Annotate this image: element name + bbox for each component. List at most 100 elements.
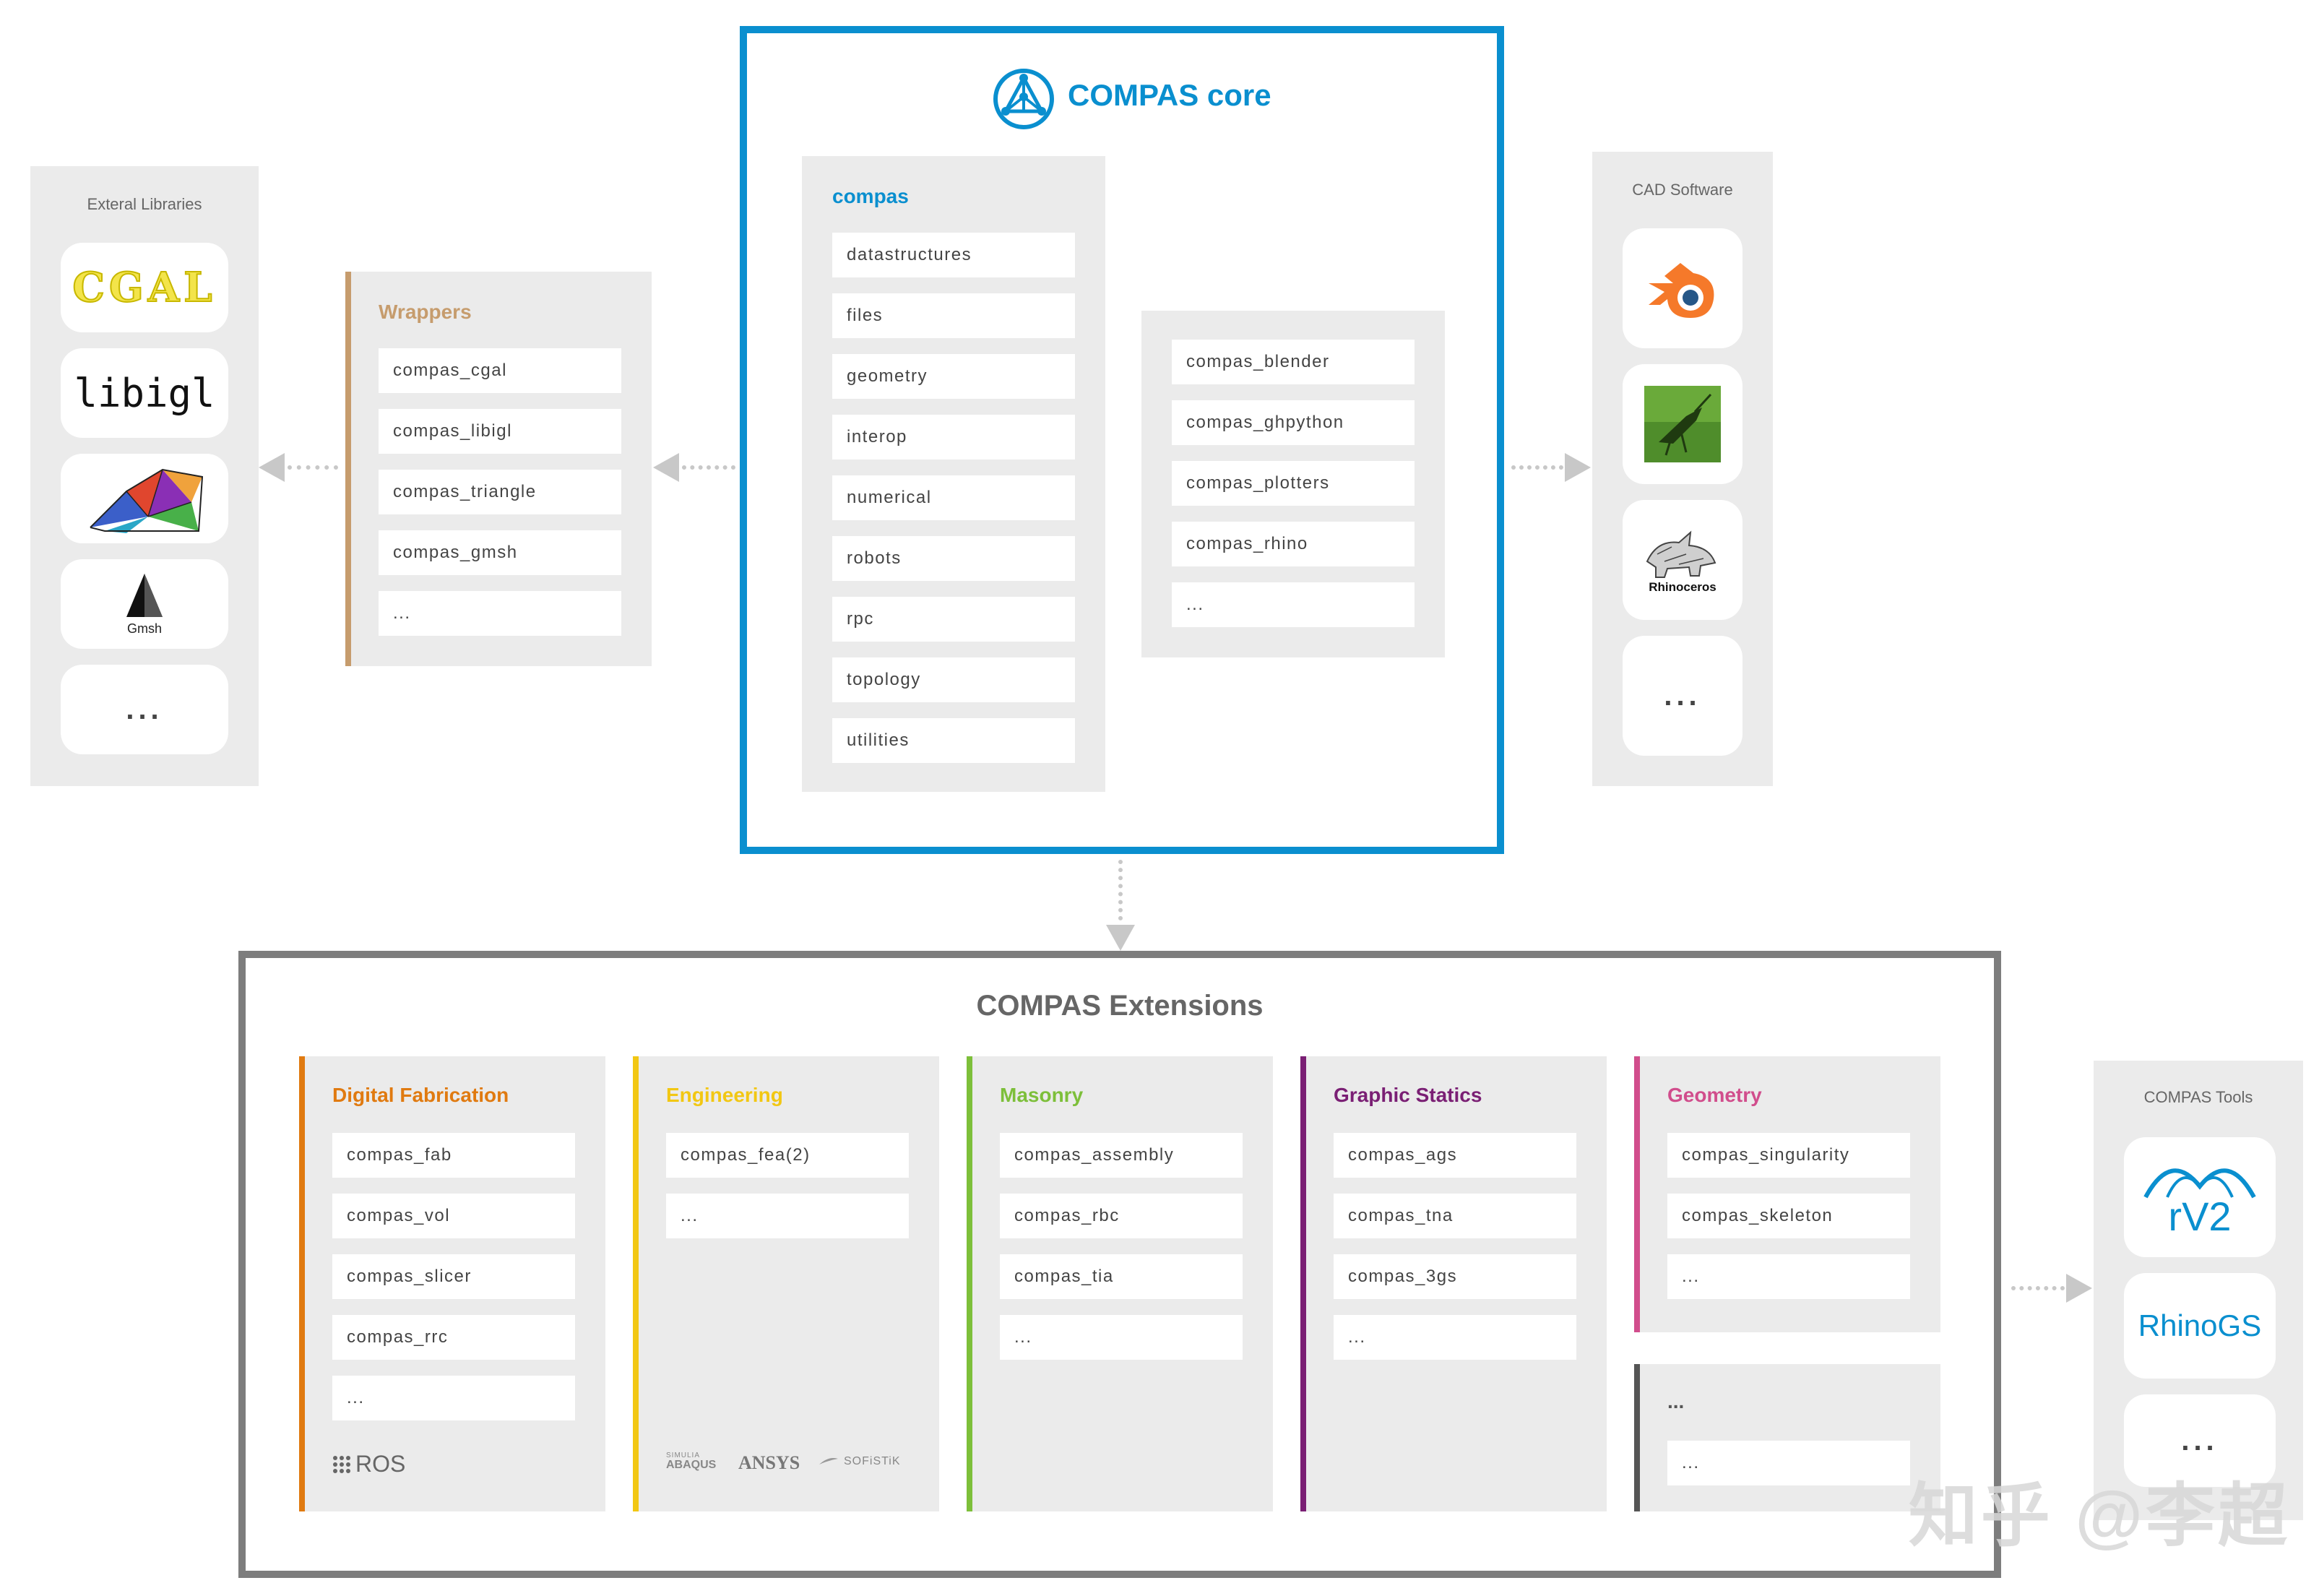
list-item: compas_rbc	[1000, 1194, 1243, 1238]
simulia-label: SIMULIA	[666, 1452, 701, 1459]
list-item: compas_assembly	[1000, 1133, 1243, 1178]
list-item: compas_triangle	[379, 470, 621, 514]
list-item: utilities	[832, 718, 1075, 763]
gmsh-logo-card: Gmsh	[61, 559, 228, 649]
list-item: compas_tna	[1334, 1194, 1576, 1238]
external-libraries-title: Exteral Libraries	[87, 195, 202, 213]
extension-column-masonry: Masonry compas_assembly compas_rbc compa…	[967, 1056, 1273, 1511]
arrow-to-wrappers	[653, 453, 679, 482]
column-title: Graphic Statics	[1334, 1084, 1482, 1106]
rhinoceros-label: Rhinoceros	[1649, 580, 1716, 594]
list-item: ...	[332, 1376, 575, 1420]
compas-tools-panel: COMPAS Tools rV2 RhinoGS ...	[2094, 1061, 2303, 1520]
arrow-dots-wrappers	[682, 465, 735, 470]
column-title: Engineering	[666, 1084, 783, 1106]
list-item: ...	[1667, 1254, 1910, 1299]
list-item: datastructures	[832, 233, 1075, 277]
column-title: Digital Fabrication	[332, 1084, 509, 1106]
column-accent-bar	[633, 1056, 639, 1511]
ros-logo: ROS	[332, 1451, 405, 1478]
column-accent-bar	[967, 1056, 972, 1511]
arrow-dots-extensions	[1118, 860, 1123, 920]
extension-column-geometry: Geometry compas_singularity compas_skele…	[1634, 1056, 1940, 1332]
list-item: numerical	[832, 475, 1075, 520]
external-libraries-panel: Exteral Libraries CGAL libigl Gmsh ...	[30, 166, 259, 786]
list-item: interop	[832, 415, 1075, 460]
list-item: compas_plotters	[1172, 461, 1415, 506]
rhinoceros-logo	[1646, 530, 1716, 578]
rv2-label: rV2	[2168, 1194, 2232, 1239]
list-item: ...	[1334, 1315, 1576, 1360]
list-item: compas_fea(2)	[666, 1133, 909, 1178]
rhinoceros-logo-card: Rhinoceros	[1623, 500, 1743, 620]
zhihu-watermark: 知乎 @李超	[1908, 1478, 2290, 1555]
column-title: ...	[1667, 1390, 1685, 1412]
list-item: ...	[1667, 1441, 1910, 1485]
list-item: geometry	[832, 354, 1075, 399]
column-title: Masonry	[1000, 1084, 1084, 1106]
triangle-mesh-logo-card	[61, 454, 228, 543]
list-item: ...	[666, 1194, 909, 1238]
compas-core-title: COMPAS core	[1068, 78, 1271, 112]
rhinogs-logo: RhinoGS	[2138, 1308, 2262, 1342]
list-item: compas_cgal	[379, 348, 621, 393]
libigl-logo-card: libigl	[61, 348, 228, 438]
arrow-to-cad-software	[1565, 453, 1591, 482]
extension-column-engineering: Engineering compas_fea(2) ... SIMULIA AB…	[633, 1056, 939, 1511]
arrow-dots-external	[288, 465, 338, 470]
list-item: ...	[1172, 582, 1415, 627]
wrappers-accent-bar	[345, 272, 351, 666]
arrow-dots-cad	[1511, 465, 1563, 470]
list-item: compas_rhino	[1172, 522, 1415, 566]
list-item: compas_singularity	[1667, 1133, 1910, 1178]
rv2-logo-card: rV2	[2124, 1137, 2276, 1257]
compas-panel-title: compas	[832, 185, 909, 207]
list-item: compas_vol	[332, 1194, 575, 1238]
list-item: compas_rrc	[332, 1315, 575, 1360]
compas-core-box: COMPAS core compas datastructures files …	[740, 26, 1504, 854]
more-icon: ...	[126, 693, 163, 725]
list-item: compas_3gs	[1334, 1254, 1576, 1299]
list-item: compas_fab	[332, 1133, 575, 1178]
arrow-to-extensions	[1106, 925, 1135, 951]
list-item: compas_ags	[1334, 1133, 1576, 1178]
sofistik-icon	[819, 1458, 838, 1465]
extension-column-graphic-statics: Graphic Statics compas_ags compas_tna co…	[1300, 1056, 1607, 1511]
wrappers-panel: Wrappers compas_cgal compas_libigl compa…	[345, 272, 652, 666]
ros-dots-icon	[333, 1455, 350, 1473]
libigl-logo: libigl	[74, 370, 215, 416]
sofistik-label: SOFiSTiK	[844, 1455, 901, 1467]
compas-extensions-title: COMPAS Extensions	[976, 990, 1264, 1022]
compas-plugins-panel: compas_blender compas_ghpython compas_pl…	[1141, 311, 1445, 657]
gmsh-logo	[126, 573, 163, 617]
extension-column-more: ... ...	[1634, 1364, 1940, 1511]
cad-software-title: CAD Software	[1632, 181, 1733, 199]
list-item: topology	[832, 657, 1075, 702]
column-accent-bar	[1634, 1364, 1640, 1511]
list-item: compas_blender	[1172, 340, 1415, 384]
arrow-dots-tools	[2011, 1286, 2065, 1290]
list-item: ...	[379, 591, 621, 636]
more-icon: ...	[2181, 1424, 2219, 1457]
blender-logo-card	[1623, 228, 1743, 348]
arrow-to-compas-tools	[2066, 1274, 2092, 1303]
cad-software-panel: CAD Software Rhinoceros ...	[1592, 152, 1773, 786]
list-item: compas_libigl	[379, 409, 621, 454]
rhinogs-logo-card: RhinoGS	[2124, 1273, 2276, 1379]
grasshopper-logo	[1644, 386, 1721, 462]
column-title: Geometry	[1667, 1084, 1762, 1106]
ansys-logo: ANSYS	[738, 1452, 800, 1473]
triangle-mesh-logo	[90, 468, 204, 533]
column-accent-bar	[299, 1056, 305, 1511]
list-item: compas_tia	[1000, 1254, 1243, 1299]
column-accent-bar	[1300, 1056, 1306, 1511]
wrappers-title: Wrappers	[379, 301, 472, 323]
cad-more-card: ...	[1623, 636, 1743, 756]
rv2-arches-icon	[2143, 1168, 2256, 1199]
sofistik-logo: SOFiSTiK	[818, 1455, 901, 1468]
tools-more-card: ...	[2124, 1394, 2276, 1487]
list-item: compas_gmsh	[379, 530, 621, 575]
list-item: compas_slicer	[332, 1254, 575, 1299]
ros-label: ROS	[355, 1451, 406, 1477]
list-item: rpc	[832, 597, 1075, 642]
